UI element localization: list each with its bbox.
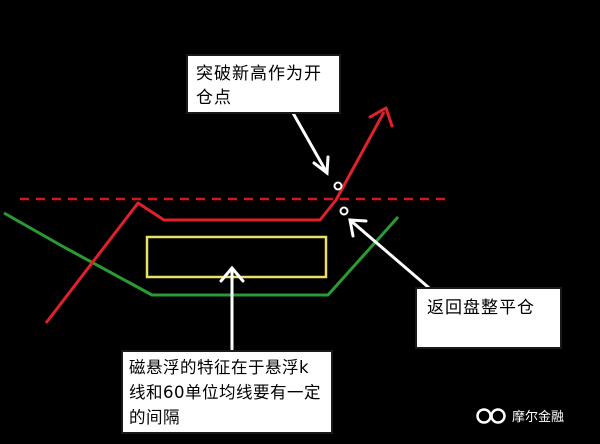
price-line bbox=[44, 111, 386, 324]
feature-annotation-text: 磁悬浮的特征在于悬浮k线和60单位均线要有一定的间隔 bbox=[129, 358, 321, 427]
breakout-annotation-text: 突破新高作为开仓点 bbox=[196, 64, 322, 108]
breakout-arrow bbox=[291, 111, 330, 176]
exit-point-marker bbox=[339, 206, 349, 216]
exit-annotation-text: 返回盘整平仓 bbox=[427, 298, 535, 318]
consolidation-box bbox=[145, 235, 328, 279]
price-line-arrowhead bbox=[368, 106, 394, 128]
watermark: 摩尔金融 bbox=[474, 406, 564, 425]
watermark-brand: 摩尔金融 bbox=[512, 410, 565, 425]
breakout-annotation-box: 突破新高作为开仓点 bbox=[186, 54, 341, 114]
moving-average-line bbox=[3, 211, 400, 297]
exit-annotation-box: 返回盘整平仓 bbox=[415, 287, 562, 349]
feature-arrow bbox=[219, 265, 245, 351]
breakout-point-marker bbox=[333, 181, 343, 191]
exit-arrow bbox=[348, 218, 437, 295]
feature-annotation-box: 磁悬浮的特征在于悬浮k线和60单位均线要有一定的间隔 bbox=[121, 350, 333, 434]
double-loop-logo-icon bbox=[476, 407, 506, 424]
